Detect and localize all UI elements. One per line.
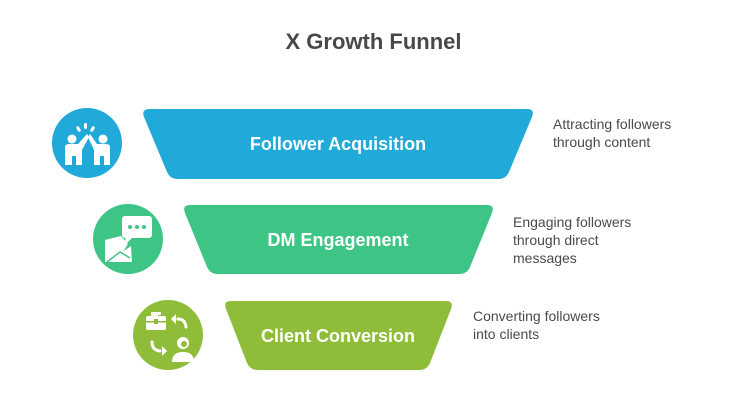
funnel-band-follower-acquisition	[143, 109, 533, 179]
funnel-band-client-conversion	[225, 301, 452, 370]
description-line: through direct	[513, 232, 599, 248]
description-line: into clients	[473, 326, 540, 342]
stage-description-follower-acquisition: Attracting followers through content	[553, 115, 671, 151]
stage-label-client-conversion: Client Conversion	[261, 326, 415, 346]
funnel-stage-2: DM Engagement	[184, 205, 493, 274]
stage-description-dm-engagement: Engaging followers through direct messag…	[513, 213, 631, 267]
description-line: Engaging followers	[513, 214, 632, 230]
description-line: through content	[553, 134, 651, 150]
funnel-stage-1: Follower Acquisition	[143, 109, 533, 179]
stage-label-follower-acquisition: Follower Acquisition	[250, 134, 426, 154]
high-five-icon	[52, 108, 122, 178]
funnel-band-dm-engagement	[184, 205, 493, 274]
funnel-stage-3: Client Conversion	[225, 301, 452, 370]
envelope-chat-icon	[93, 204, 163, 274]
stage-label-dm-engagement: DM Engagement	[267, 230, 408, 250]
description-line: messages	[513, 250, 577, 266]
stage-description-client-conversion: Converting followers into clients	[473, 307, 600, 343]
description-line: Converting followers	[473, 308, 600, 324]
diagram-title: X Growth Funnel	[285, 29, 462, 54]
description-line: Attracting followers	[553, 116, 672, 132]
briefcase-client-exchange-icon	[133, 300, 203, 370]
